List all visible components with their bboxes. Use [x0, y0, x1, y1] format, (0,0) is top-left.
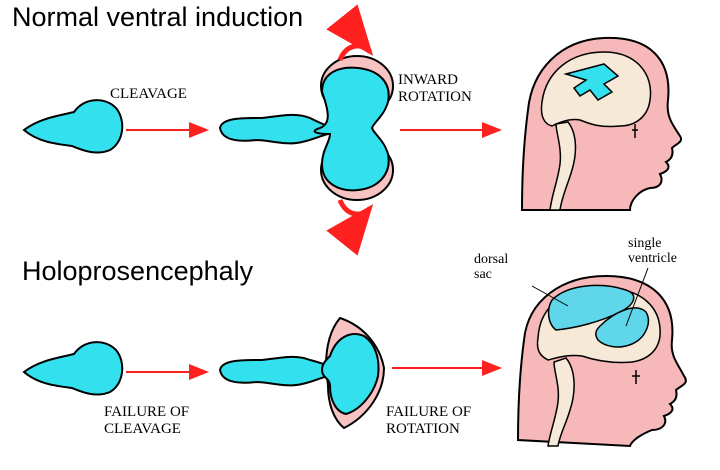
label-failure-of-cleavage: FAILURE OF CLEAVAGE	[104, 404, 190, 437]
leader-dorsal-sac	[531, 285, 569, 307]
leader-single-ventricle	[625, 267, 649, 327]
single-ventricle	[595, 307, 650, 348]
ear-mark-bottom	[632, 370, 640, 384]
title-normal-ventral-induction: Normal ventral induction	[12, 2, 304, 32]
title-holoprosencephaly: Holoprosencephaly	[22, 256, 254, 286]
brainstem-bottom	[547, 357, 575, 447]
ear-mark-top	[632, 124, 638, 138]
label-single-ventricle: single ventricle	[628, 236, 677, 266]
neural-tube-stage2-holo	[218, 355, 329, 387]
label-cleavage: CLEAVAGE	[110, 86, 187, 102]
neural-tube-stage1-holo	[22, 341, 124, 396]
brainstem-top	[549, 121, 577, 211]
label-failure-of-rotation: FAILURE OF ROTATION	[386, 404, 472, 437]
uncleaved-prosencephalon	[320, 333, 380, 416]
neural-tube-stage1	[22, 99, 124, 154]
rotation-arrow-top	[326, 4, 374, 62]
ventricles-top	[563, 63, 620, 101]
label-inward-rotation: INWARD ROTATION	[398, 72, 472, 105]
cleaved-hemispheres	[313, 66, 390, 192]
label-dorsal-sac: dorsal sac	[474, 252, 509, 282]
rotation-arrow-bottom	[326, 198, 374, 256]
neural-tube-stage2	[218, 113, 329, 145]
